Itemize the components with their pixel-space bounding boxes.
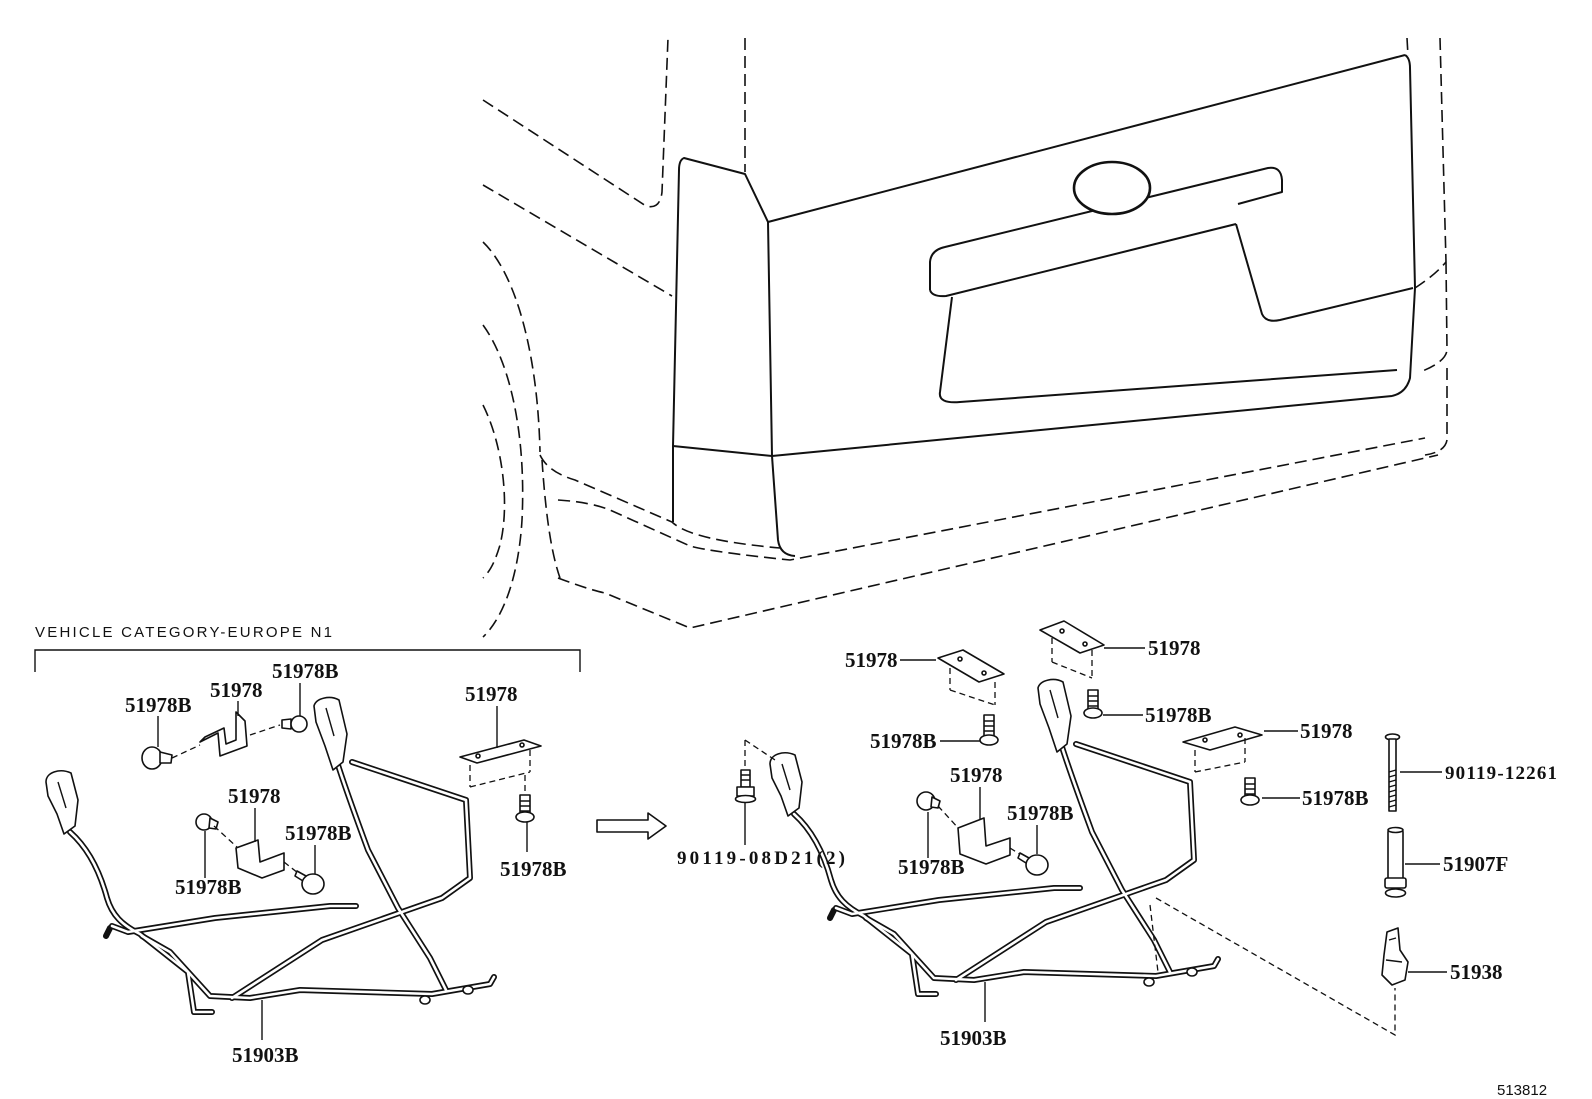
section-label: VEHICLE CATEGORY-EUROPE N1 — [35, 624, 332, 641]
bumper-side-line — [541, 459, 561, 579]
holder-51938 — [1381, 927, 1409, 986]
part-callout: 51907F — [1443, 852, 1508, 876]
part-callout: 51978 — [228, 784, 281, 808]
bumper-bottom-line — [557, 454, 1439, 629]
part-callout: 51978B — [500, 857, 567, 881]
part-callout: 51938 — [1450, 960, 1503, 984]
back-door-right-edge — [1391, 54, 1416, 397]
license-recess-left — [938, 296, 1398, 404]
left-parts-group: 51978B 51978 51978B 51978 51978 51978B 5… — [46, 659, 567, 1067]
part-callout: 51978 — [465, 682, 518, 706]
body-side-line — [482, 184, 673, 297]
wheel-arch-inner — [482, 404, 506, 579]
part-callout: 51978B — [1007, 801, 1074, 825]
spare-tire-carrier-left — [46, 698, 494, 1012]
carrier-to-holder-line — [1155, 897, 1396, 1037]
vehicle-hidden-lines — [482, 37, 1448, 638]
tube-51907f — [1384, 826, 1407, 898]
pin-middle-right — [1009, 847, 1049, 876]
right-pillar-line — [1406, 37, 1409, 57]
right-lamp-line — [1419, 261, 1448, 373]
part-callout: 51903B — [940, 1026, 1007, 1050]
bracket-middle-left — [235, 839, 285, 879]
back-door-lower-edge — [771, 455, 796, 557]
right-bumper-end — [1424, 368, 1448, 456]
part-callout: 51978 — [1148, 636, 1201, 660]
part-callout: 51978 — [1300, 719, 1353, 743]
plate-left — [459, 739, 542, 788]
back-door-bottom-edge — [771, 395, 1393, 457]
carrier-guide-line — [1149, 904, 1159, 973]
fender-line — [482, 241, 541, 453]
part-callout: 51978B — [125, 693, 192, 717]
part-callout: 51978B — [898, 855, 965, 879]
screw-top — [249, 715, 308, 736]
rivet-right-c — [1240, 777, 1260, 806]
back-door-top-edge — [767, 54, 1406, 223]
part-callout: 51978 — [210, 678, 263, 702]
right-side-line — [1439, 37, 1447, 263]
right-corner-line — [1414, 261, 1447, 289]
pin-middle-left — [283, 861, 325, 895]
part-callout: 51978B — [870, 729, 937, 753]
long-bolt-12261 — [1384, 733, 1401, 812]
rivet-left — [515, 775, 535, 823]
part-callout: 90119-12261 — [1445, 763, 1557, 784]
rivet-right-b — [1083, 689, 1103, 719]
tail-lamp-outline — [672, 157, 773, 457]
arrow-right-icon — [596, 812, 667, 840]
section-bracket — [34, 649, 581, 672]
plate-right-a — [937, 649, 1005, 706]
part-callout: 51978B — [175, 875, 242, 899]
wheel-arch-outer — [482, 324, 524, 638]
part-callout: 51978 — [950, 763, 1003, 787]
rivet-right-a — [979, 714, 999, 746]
part-callout: 51978B — [272, 659, 339, 683]
part-callout: 51978B — [285, 821, 352, 845]
part-callout: 51978 — [845, 648, 898, 672]
garnish-top — [929, 166, 1283, 290]
roof-pillar-line — [482, 37, 669, 208]
part-callout: 51978B — [1145, 703, 1212, 727]
illustration-number: 513812 — [1497, 1082, 1547, 1099]
part-callout: 90119-08D21(2) — [677, 848, 845, 869]
clip-middle-right — [916, 791, 961, 831]
clip-top-left — [141, 744, 201, 770]
part-callout: 51978B — [1302, 786, 1369, 810]
clip-middle-left — [195, 813, 239, 849]
plate-right-c — [1182, 726, 1263, 773]
vehicle-rear-outline — [482, 37, 1448, 638]
bumper-top-line — [539, 454, 781, 549]
bracket-top-left — [199, 711, 248, 757]
bracket-middle-right — [957, 817, 1011, 865]
vehicle-visible-lines — [672, 54, 1416, 557]
emblem-icon — [1072, 160, 1152, 216]
right-parts-group: 51978 51978 51978B 51978B 51978 51978 51… — [677, 620, 1557, 1050]
plate-right-b — [1039, 620, 1105, 679]
bolt-08d21 — [734, 739, 776, 804]
license-recess-right — [1235, 223, 1414, 322]
garnish-bottom — [929, 223, 1237, 298]
part-callout: 51903B — [232, 1043, 299, 1067]
bumper-mid-line — [557, 437, 1426, 561]
right-leader-lines — [744, 647, 1447, 1022]
left-leader-lines — [157, 683, 528, 1040]
